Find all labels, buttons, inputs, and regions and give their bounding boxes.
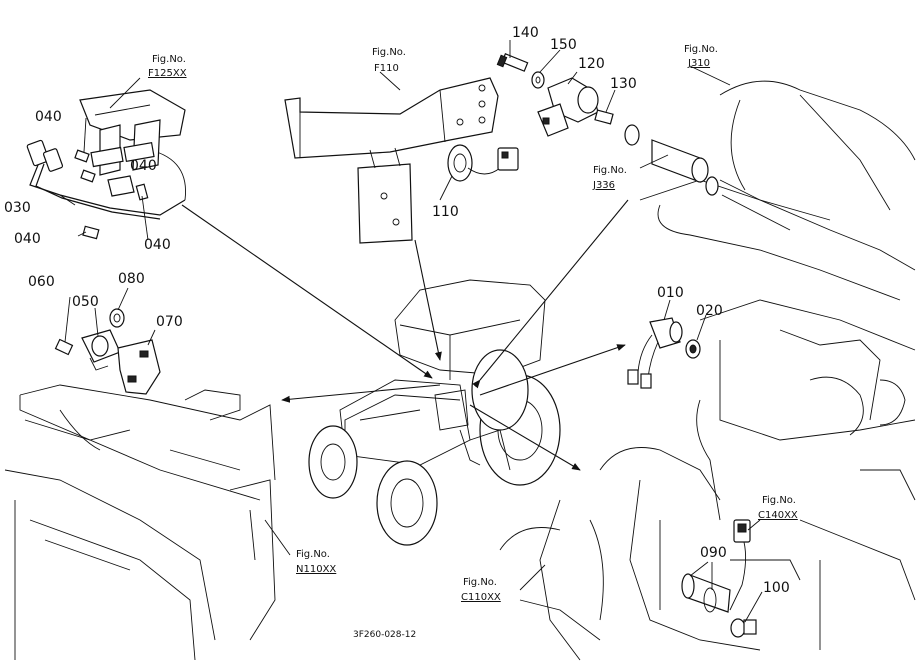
part-080-nut xyxy=(109,308,125,328)
bracket-f110 xyxy=(284,77,499,244)
label-080: 080 xyxy=(118,271,145,287)
shaft-j336 xyxy=(624,124,831,231)
label-060: 060 xyxy=(28,274,55,290)
fig-code-c110xx: C110XX xyxy=(461,592,501,603)
fig-label-f125xx: Fig.No. xyxy=(152,54,186,65)
fig-label-j310: Fig.No. xyxy=(684,44,718,55)
label-040-b: 040 xyxy=(130,158,157,174)
label-120: 120 xyxy=(578,56,605,72)
leader-lines xyxy=(59,40,763,623)
tractor-illustration xyxy=(308,279,561,546)
fig-code-f110: F110 xyxy=(374,63,399,74)
part-100-sensor xyxy=(729,519,757,638)
label-010: 010 xyxy=(657,285,684,301)
part-140-bolt xyxy=(496,53,529,72)
label-020: 020 xyxy=(696,303,723,319)
label-110: 110 xyxy=(432,204,459,220)
label-100: 100 xyxy=(763,580,790,596)
part-120-sensor xyxy=(537,77,599,137)
part-110-switch xyxy=(447,144,519,182)
part-130-plug xyxy=(594,109,614,125)
part-070-bracket xyxy=(117,339,161,395)
fig-label-n110xx: Fig.No. xyxy=(296,549,330,560)
label-040-a: 040 xyxy=(35,109,62,125)
part-150-washer xyxy=(531,71,545,89)
label-070: 070 xyxy=(156,314,183,330)
engine-frame-outline xyxy=(499,80,916,661)
label-090: 090 xyxy=(700,545,727,561)
bracket-upper-left xyxy=(79,89,186,197)
label-050: 050 xyxy=(72,294,99,310)
part-060-bolt xyxy=(54,338,74,356)
drawing-code: 3F260-028-12 xyxy=(353,630,416,640)
fig-code-n110xx: N110XX xyxy=(296,564,336,575)
part-030-harness xyxy=(26,139,187,220)
label-040-d: 040 xyxy=(144,237,171,253)
part-020-washer xyxy=(685,339,701,359)
label-130: 130 xyxy=(610,76,637,92)
fig-label-j336: Fig.No. xyxy=(593,165,627,176)
part-number-labels: 040 040 030 040 040 060 050 080 070 140 … xyxy=(4,25,790,596)
fig-code-j336: J336 xyxy=(592,180,615,191)
figure-reference-labels: Fig.No. F125XX Fig.No. F110 Fig.No. J310… xyxy=(148,44,798,603)
fig-code-c140xx: C140XX xyxy=(758,510,798,521)
part-050-sensor xyxy=(81,329,121,371)
label-040-c: 040 xyxy=(14,231,41,247)
part-040-bolts xyxy=(74,149,149,240)
label-150: 150 xyxy=(550,37,577,53)
fig-label-c140xx: Fig.No. xyxy=(762,495,796,506)
label-140: 140 xyxy=(512,25,539,41)
fig-label-c110xx: Fig.No. xyxy=(463,577,497,588)
fig-code-f125xx: F125XX xyxy=(148,68,187,79)
part-010-switch xyxy=(627,317,683,389)
fig-code-j310: J310 xyxy=(687,58,710,69)
fig-label-f110: Fig.No. xyxy=(372,47,406,58)
part-090-sender xyxy=(681,573,731,613)
label-030: 030 xyxy=(4,200,31,216)
hood-frame-outline xyxy=(4,384,276,661)
